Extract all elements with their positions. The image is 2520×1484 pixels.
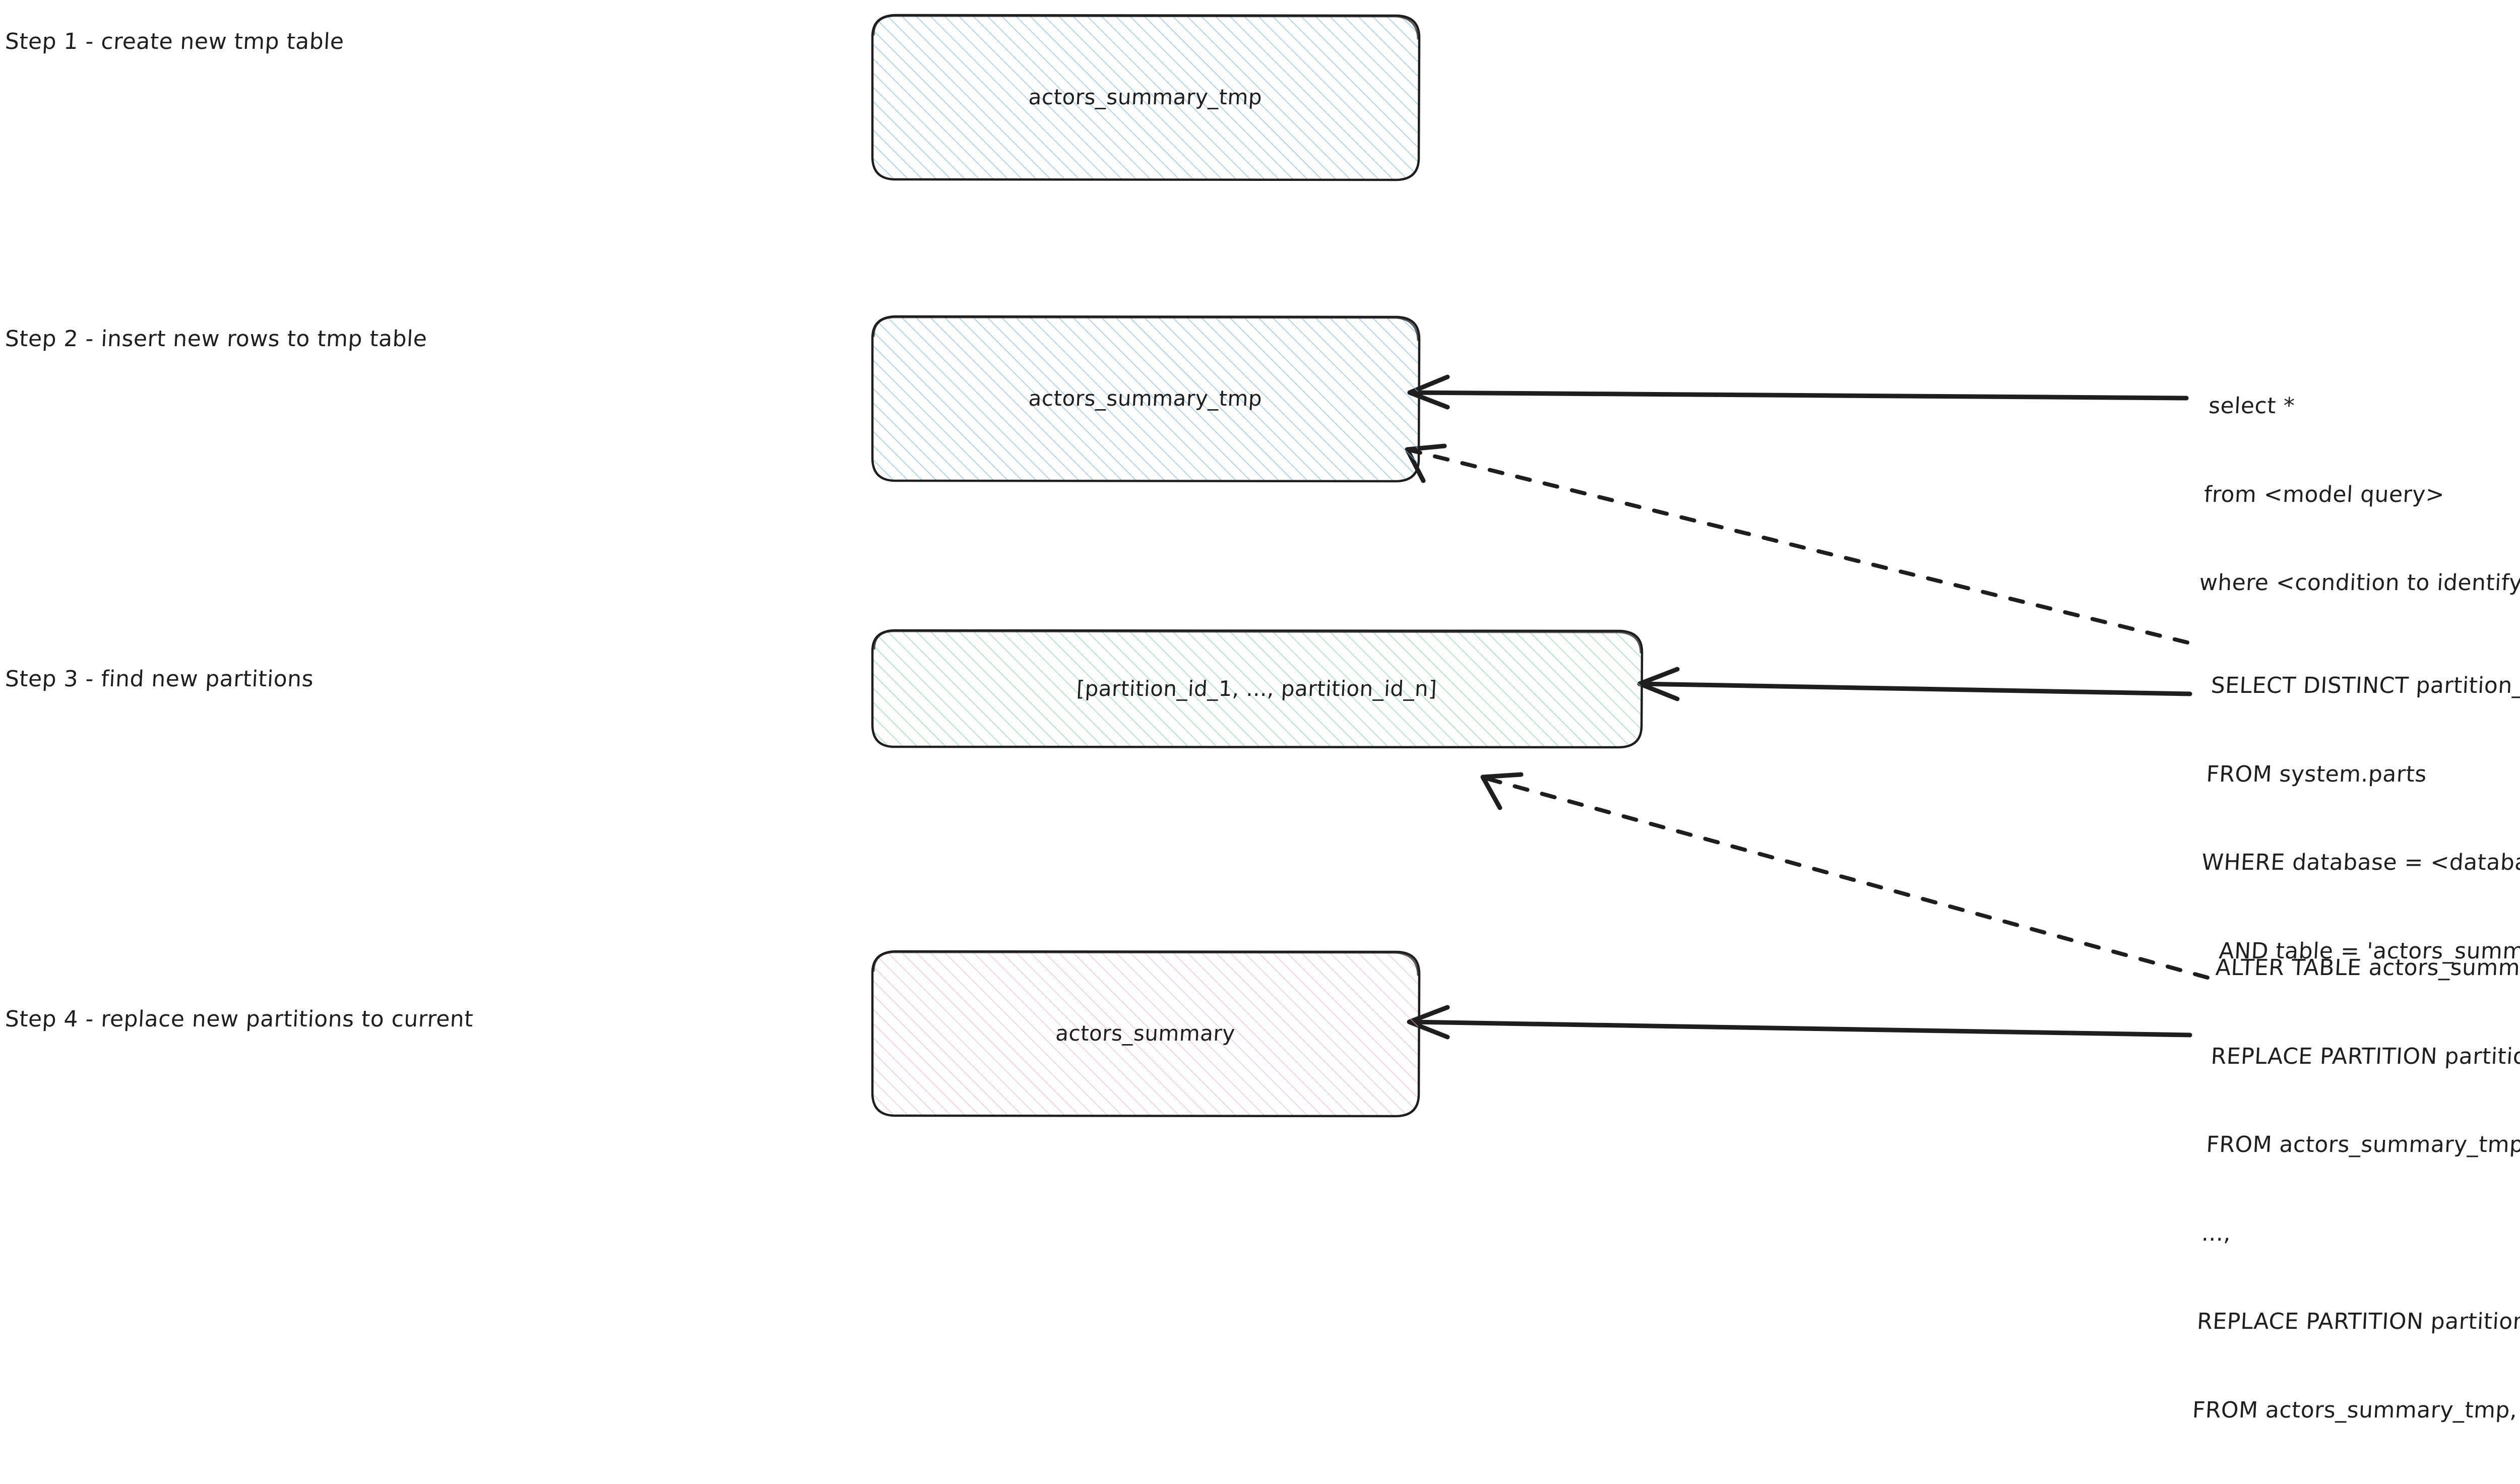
code-line: FROM actors_summary_tmp, [2191,1397,2518,1423]
code-line: REPLACE PARTITION partition_id_1 [2210,1043,2520,1069]
edge-replace-sql-to-partitions [1480,772,2210,980]
code-line: ALTER TABLE actors_summary [2215,955,2520,981]
edge-replace-sql-to-target [1407,1005,2192,1040]
code-line: where <condition to identify new> [2198,570,2520,596]
node-partitions-list[interactable]: [partition_id_1, ..., partition_id_n] [868,626,1646,750]
code-line: SELECT DISTINCT partition_id [2210,673,2520,699]
code-block-replace-partitions-query: ALTER TABLE actors_summary REPLACE PARTI… [2188,894,2520,1484]
code-line: FROM system.parts [2206,761,2428,787]
node-label: actors_summary_tmp [1028,85,1263,109]
step-2-label: Step 2 - insert new rows to tmp table [4,326,428,352]
node-tmp-table-step1[interactable]: actors_summary_tmp [868,11,1423,183]
edge-partitions-sql-to-partitions [1637,667,2192,701]
rounded-rect-shape [871,950,1421,1118]
code-line: WHERE database = <database> [2201,850,2520,876]
step-3-label: Step 3 - find new partitions [4,666,314,692]
diagram-canvas: Step 1 - create new tmp table Step 2 - i… [4,11,2520,1423]
node-label: actors_summary [1055,1021,1236,1046]
node-target-table[interactable]: actors_summary [868,947,1423,1119]
code-line: ..., [2201,1220,2232,1246]
step-1-label: Step 1 - create new tmp table [4,29,345,54]
step-4-label: Step 4 - replace new partitions to curre… [4,1006,474,1032]
node-tmp-table-step2[interactable]: actors_summary_tmp [868,312,1423,484]
edge-find-sql-to-tmp [1405,443,2189,644]
edge-insert-sql-to-tmp [1407,374,2189,410]
code-line: select * [2208,393,2296,419]
rounded-rect-shape [871,14,1421,181]
code-block-insert-query: select * from <model query> where <condi… [2195,333,2520,657]
node-label: actors_summary_tmp [1028,386,1263,411]
node-label: [partition_id_1, ..., partition_id_n] [1076,676,1438,701]
rounded-rect-shape [871,629,1644,749]
code-line: REPLACE PARTITION partition_id_n [2196,1309,2520,1335]
code-line: FROM actors_summary_tmp, [2206,1132,2520,1158]
code-line: from <model query> [2203,481,2445,507]
